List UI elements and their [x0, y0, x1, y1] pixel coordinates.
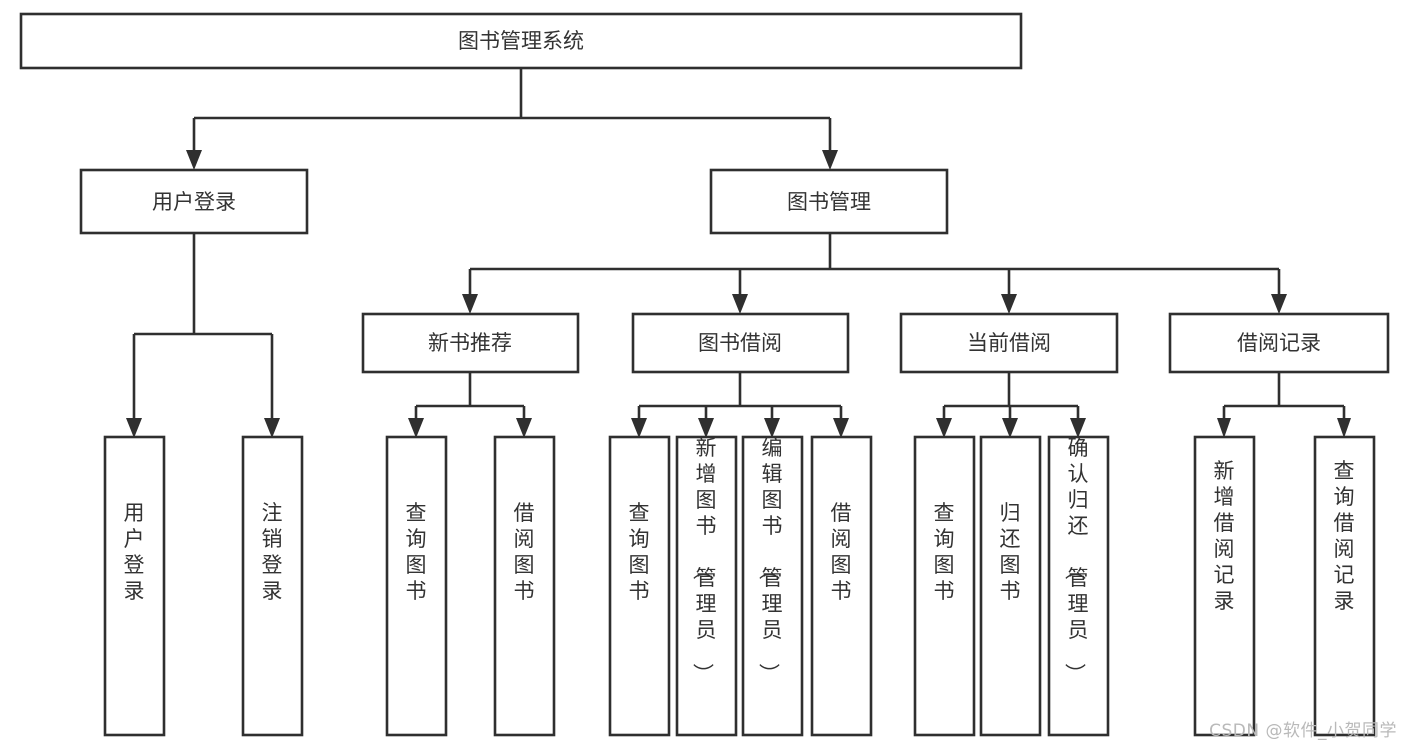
- leaf-current-borrow-1-box[interactable]: [913, 435, 976, 737]
- leaf-book-borrow-3[interactable]: 编辑图书（管理员）: [741, 435, 804, 737]
- leaf-book-borrow-3-box[interactable]: [741, 435, 804, 737]
- arrow-newbook-leaf-2: [516, 418, 532, 438]
- leaf-current-borrow-2-label: 归还图书: [1000, 501, 1021, 603]
- leaf-book-borrow-4-label: 借阅图书: [831, 501, 852, 603]
- arrow-userlogin-leaf-2: [264, 418, 280, 438]
- leaf-borrow-record-1-box[interactable]: [1193, 435, 1256, 737]
- node-user-login-label: 用户登录: [152, 190, 236, 214]
- arrow-currentborrow-leaf-1: [936, 418, 952, 438]
- arrow-to-currentborrow: [1001, 294, 1017, 314]
- arrow-currentborrow-leaf-3: [1070, 418, 1086, 438]
- node-book-management[interactable]: 图书管理: [709, 168, 949, 235]
- arrow-currentborrow-leaf-2: [1002, 418, 1018, 438]
- leaf-book-borrow-2-box[interactable]: [675, 435, 738, 737]
- node-user-login-box[interactable]: [79, 168, 309, 235]
- leaf-current-borrow-2-box[interactable]: [979, 435, 1042, 737]
- arrow-bookborrow-leaf-4: [833, 418, 849, 438]
- leaf-new-book-2-box[interactable]: [493, 435, 556, 737]
- arrow-to-user-login: [186, 150, 202, 170]
- arrow-newbook-leaf-1: [408, 418, 424, 438]
- node-borrow-records-label: 借阅记录: [1237, 331, 1321, 355]
- node-new-book-recommend-box[interactable]: [361, 312, 580, 374]
- leaf-user-login-2-box[interactable]: [241, 435, 304, 737]
- leaf-user-login-1[interactable]: 用户登录: [103, 435, 166, 737]
- node-new-book-recommend[interactable]: 新书推荐: [361, 312, 580, 374]
- leaf-borrow-record-2-box[interactable]: [1313, 435, 1376, 737]
- leaf-book-borrow-3-label: 编辑图书（管理员）: [757, 436, 783, 684]
- arrow-to-borrowrecords: [1271, 294, 1287, 314]
- leaf-book-borrow-1[interactable]: 查询图书: [608, 435, 671, 737]
- node-book-management-box[interactable]: [709, 168, 949, 235]
- node-current-borrow[interactable]: 当前借阅: [899, 312, 1119, 374]
- leaf-book-borrow-1-box[interactable]: [608, 435, 671, 737]
- arrow-bookborrow-leaf-3: [764, 418, 780, 438]
- leaf-book-borrow-4[interactable]: 借阅图书: [810, 435, 873, 737]
- leaf-book-borrow-4-box[interactable]: [810, 435, 873, 737]
- leaf-new-book-1[interactable]: 查询图书: [385, 435, 448, 737]
- leaf-book-borrow-1-label: 查询图书: [629, 501, 650, 603]
- arrow-borrowrecords-leaf-1: [1217, 418, 1231, 438]
- arrow-to-book-manage: [822, 150, 838, 170]
- node-root-label: 图书管理系统: [458, 29, 584, 53]
- node-user-login[interactable]: 用户登录: [79, 168, 309, 235]
- leaf-borrow-record-1-label: 新增借阅记录: [1214, 459, 1235, 613]
- node-current-borrow-box[interactable]: [899, 312, 1119, 374]
- leaf-user-login-1-label: 用户登录: [124, 501, 145, 603]
- node-book-borrow[interactable]: 图书借阅: [631, 312, 850, 374]
- leaf-user-login-1-box[interactable]: [103, 435, 166, 737]
- node-borrow-records-box[interactable]: [1168, 312, 1390, 374]
- node-current-borrow-label: 当前借阅: [967, 331, 1051, 355]
- leaf-user-login-2[interactable]: 注销登录: [241, 435, 304, 737]
- node-new-book-recommend-label: 新书推荐: [428, 331, 512, 355]
- leaf-borrow-record-2[interactable]: 查询借阅记录: [1313, 435, 1376, 737]
- node-book-borrow-box[interactable]: [631, 312, 850, 374]
- leaf-book-borrow-2-label: 新增图书（管理员）: [691, 436, 717, 684]
- node-book-borrow-label: 图书借阅: [698, 331, 782, 355]
- node-borrow-records[interactable]: 借阅记录: [1168, 312, 1390, 374]
- leaf-current-borrow-1[interactable]: 查询图书: [913, 435, 976, 737]
- leaf-book-borrow-2[interactable]: 新增图书（管理员）: [675, 435, 738, 737]
- leaf-current-borrow-1-label: 查询图书: [934, 501, 955, 603]
- leaf-new-book-1-label: 查询图书: [406, 501, 427, 603]
- arrow-to-newbook: [462, 294, 478, 314]
- arrow-userlogin-leaf-1: [126, 418, 142, 438]
- leaf-new-book-1-box[interactable]: [385, 435, 448, 737]
- leaf-current-borrow-2[interactable]: 归还图书: [979, 435, 1042, 737]
- node-book-management-label: 图书管理: [787, 190, 871, 214]
- leaf-current-borrow-3-box[interactable]: [1047, 435, 1110, 737]
- node-root[interactable]: 图书管理系统: [19, 12, 1023, 70]
- leaf-borrow-record-1[interactable]: 新增借阅记录: [1193, 435, 1256, 737]
- arrow-bookborrow-leaf-1: [631, 418, 647, 438]
- node-root-box[interactable]: [19, 12, 1023, 70]
- leaf-borrow-record-2-label: 查询借阅记录: [1334, 459, 1355, 613]
- arrow-borrowrecords-leaf-2: [1337, 418, 1351, 438]
- leaf-new-book-2[interactable]: 借阅图书: [493, 435, 556, 737]
- arrow-bookborrow-leaf-2: [698, 418, 714, 438]
- arrow-to-bookborrow: [732, 294, 748, 314]
- leaf-new-book-2-label: 借阅图书: [514, 501, 535, 603]
- leaf-current-borrow-3[interactable]: 确认归还（管理员）: [1047, 435, 1110, 737]
- connector-layer: [126, 68, 1351, 438]
- leaf-user-login-2-label: 注销登录: [262, 501, 283, 603]
- leaf-current-borrow-3-label: 确认归还（管理员）: [1063, 436, 1089, 684]
